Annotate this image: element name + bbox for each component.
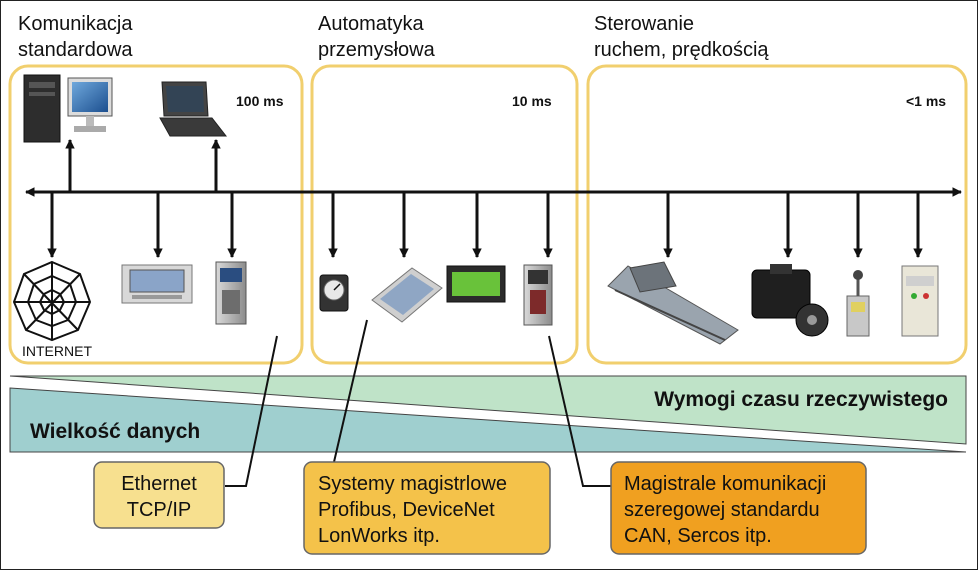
zone-industrial-title-2: przemysłowa [318, 39, 436, 61]
note-ethernet [93, 461, 225, 529]
realtime-wedge [9, 375, 967, 445]
leader-ethernet [225, 335, 278, 487]
zone-standard-box [8, 64, 304, 365]
latency-industrial: 10 ms [512, 93, 552, 109]
zone-standard-title-2: standardowa [18, 39, 133, 61]
latency-standard: 100 ms [236, 93, 284, 109]
desktop-pc-icon [23, 74, 113, 143]
zone-industrial-box [310, 64, 579, 365]
note-fieldbus-line-3: LonWorks itp. [318, 525, 440, 547]
drive-unit-icon [215, 261, 247, 325]
limit-switch-icon [846, 270, 870, 337]
note-can-line-1: Magistrale komunikacji [624, 473, 826, 495]
note-can-line-3: CAN, Sercos itp. [624, 525, 772, 547]
latency-motion: <1 ms [906, 93, 946, 109]
down-arrows [47, 192, 923, 258]
note-can-line-2: szeregowej standardu [624, 499, 820, 521]
note-can [610, 461, 867, 555]
zone-motion-title-1: Sterowanie [594, 13, 694, 35]
lcd-display-icon [446, 265, 506, 303]
linear-actuator-icon [607, 261, 739, 345]
note-ethernet-line-2: TCP/IP [127, 499, 191, 521]
touch-panel-icon [371, 267, 443, 323]
spiderweb-internet-icon [12, 260, 92, 342]
note-fieldbus [303, 461, 551, 555]
leader-can [548, 335, 612, 487]
servo-motor-icon [751, 264, 829, 337]
drive-unit-icon-2 [523, 264, 553, 326]
panel-meter-icon [319, 274, 349, 312]
din-relay-icon [901, 265, 939, 337]
zone-motion-title-2: ruchem, prędkością [594, 39, 769, 61]
note-fieldbus-line-1: Systemy magistrlowe [318, 473, 507, 495]
zone-standard-title-1: Komunikacja [18, 13, 133, 35]
note-fieldbus-line-2: Profibus, DeviceNet [318, 499, 495, 521]
realtime-label: Wymogi czasu rzeczywistego [654, 388, 948, 411]
laptop-icon [159, 81, 228, 137]
zone-motion-box [586, 64, 968, 365]
leader-fieldbus [333, 319, 368, 463]
note-ethernet-line-1: Ethernet [121, 473, 197, 495]
internet-label: INTERNET [22, 343, 92, 359]
datasize-wedge [9, 387, 967, 453]
datasize-label: Wielkość danych [30, 420, 200, 443]
zone-industrial-title-1: Automatyka [318, 13, 424, 35]
hmi-panel-icon [121, 264, 193, 304]
